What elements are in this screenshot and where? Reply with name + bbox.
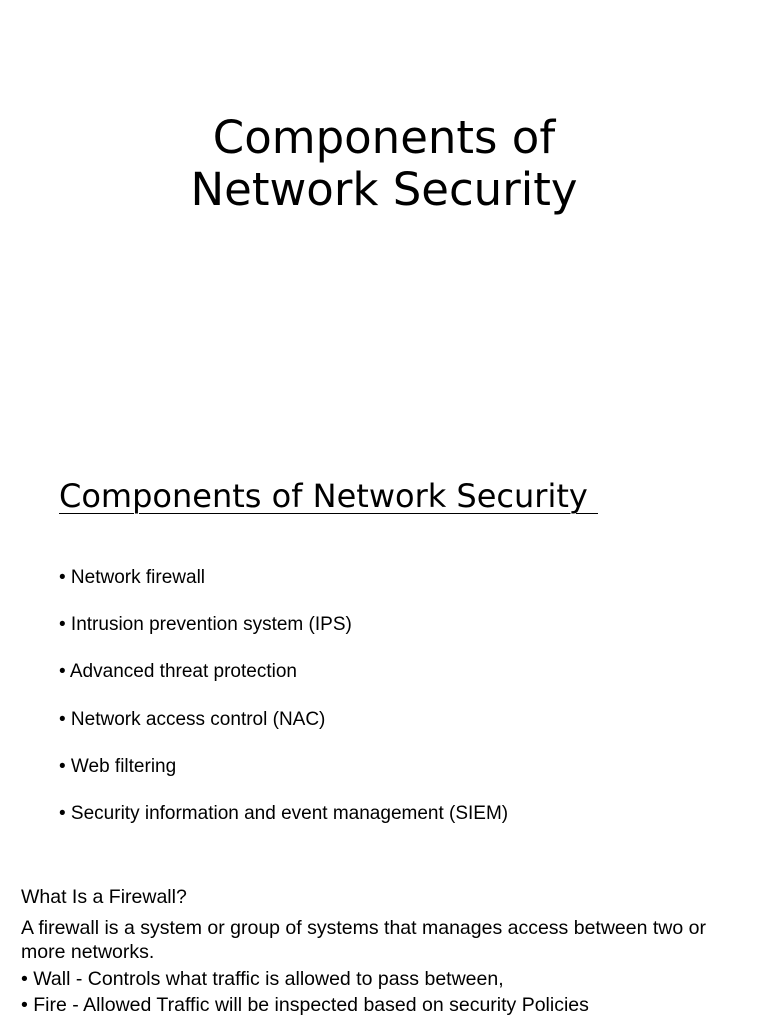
- list-item: • Intrusion prevention system (IPS): [59, 614, 352, 636]
- firewall-point: • Fire - Allowed Traffic will be inspect…: [21, 994, 589, 1016]
- firewall-point: • Wall - Controls what traffic is allowe…: [21, 968, 504, 990]
- slide-title-line-2: Network Security: [190, 163, 578, 216]
- slide-title: Components of Network Security: [0, 112, 768, 216]
- firewall-definition: A firewall is a system or group of syste…: [21, 917, 706, 963]
- section-heading: Components of Network Security: [59, 477, 598, 515]
- list-item: • Web filtering: [59, 755, 177, 777]
- slide-title-line-1: Components of: [212, 111, 556, 164]
- list-item: • Advanced threat protection: [59, 661, 297, 683]
- list-item: • Network firewall: [59, 567, 206, 588]
- list-item: • Security information and event managem…: [59, 802, 509, 824]
- firewall-question: What Is a Firewall?: [21, 886, 187, 908]
- firewall-section: What Is a Firewall? A firewall is a syst…: [21, 882, 751, 1018]
- components-list: • Network firewall • Intrusion preventio…: [59, 562, 508, 845]
- list-item: • Network access control (NAC): [59, 708, 326, 730]
